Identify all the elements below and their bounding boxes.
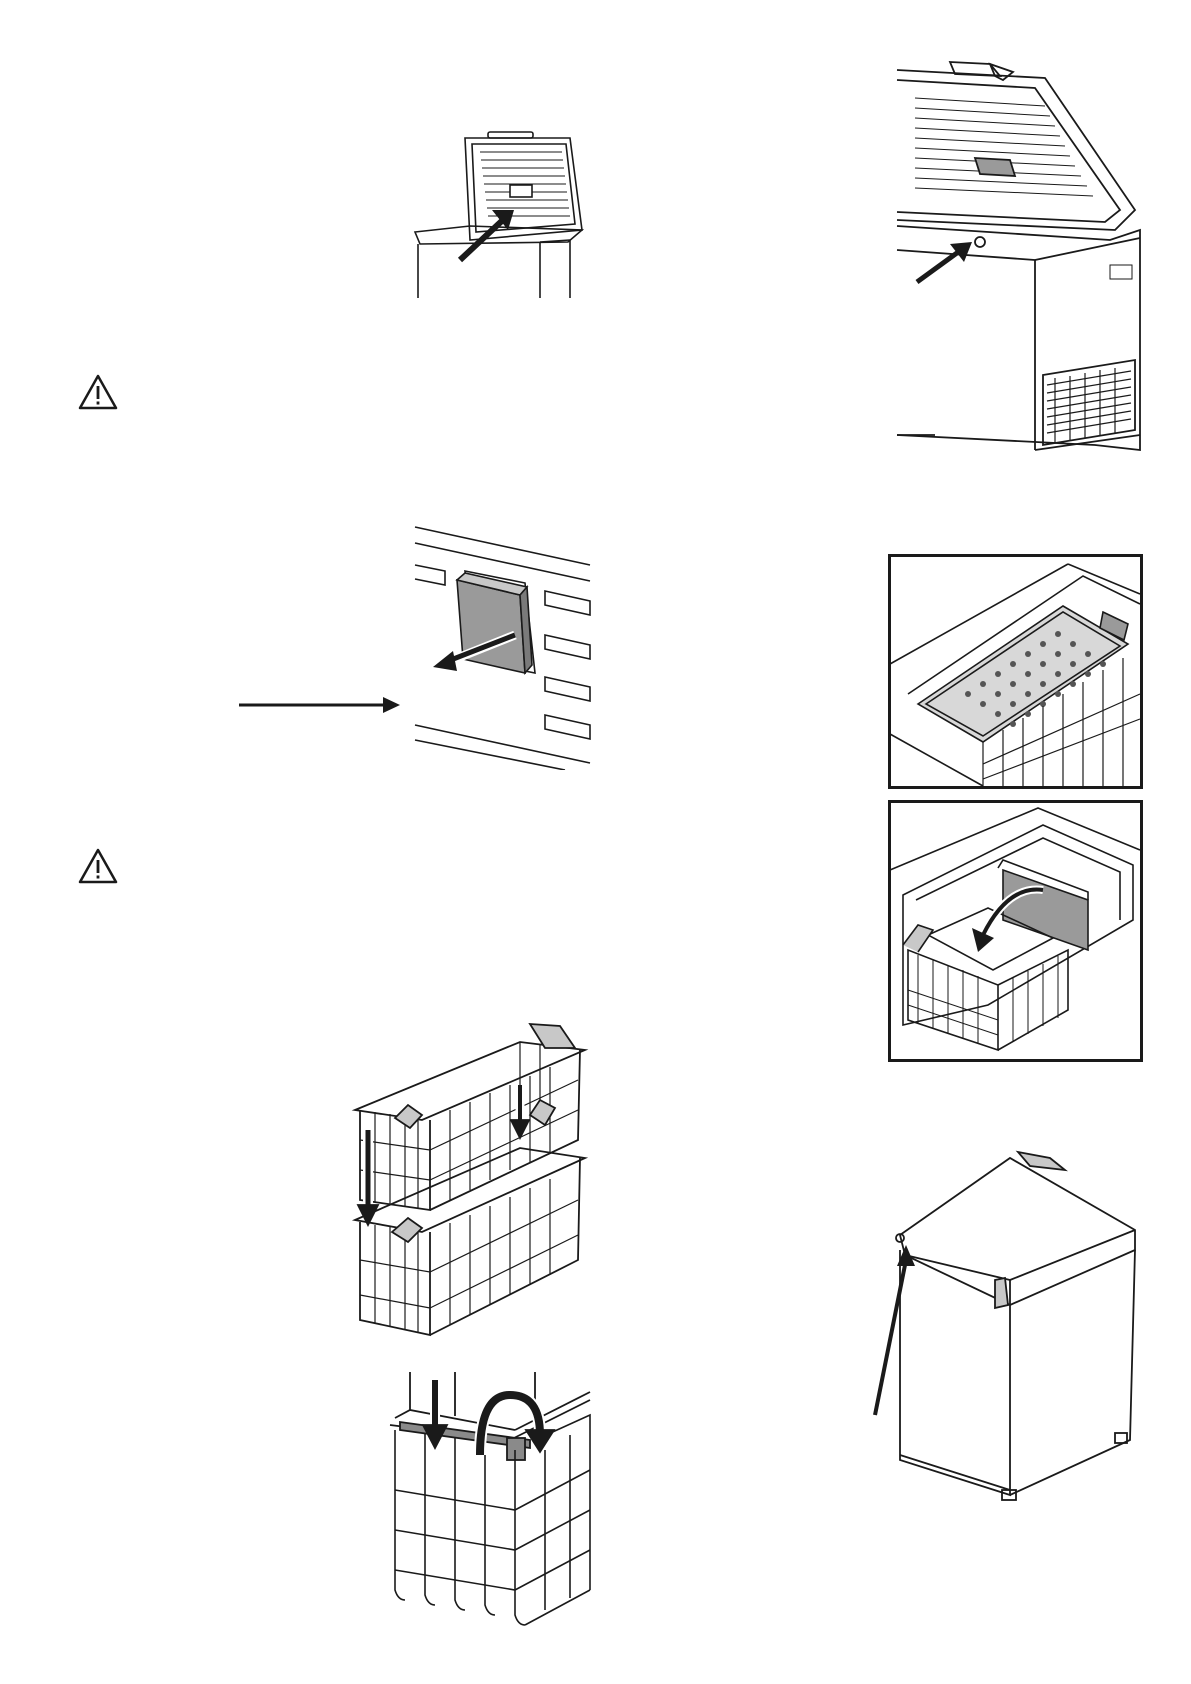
warning-icon <box>78 848 118 889</box>
freezer-divider-flip <box>888 800 1143 1062</box>
basket-handle-rotate <box>380 1370 600 1630</box>
freezer-closed-side-arrow <box>870 1150 1140 1520</box>
freezer-top-basket-with-plate <box>888 554 1143 789</box>
warning-icon <box>78 374 118 415</box>
freezer-chest-thermostat-arrow <box>895 50 1145 490</box>
freezer-lid-open-panel-arrow <box>410 130 600 300</box>
baskets-stacking <box>350 1000 590 1340</box>
lid-panel-pull-out <box>225 525 595 770</box>
